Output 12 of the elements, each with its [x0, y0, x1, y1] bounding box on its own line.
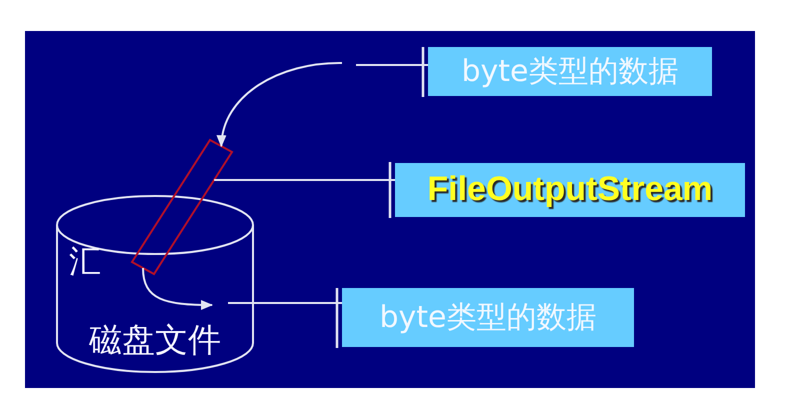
curved-arrow [142, 268, 213, 310]
disk-cylinder [56, 195, 254, 373]
leader-line [356, 46, 428, 98]
stream-pipe [131, 139, 233, 275]
leader-line [228, 286, 342, 350]
curved-arrow [218, 62, 342, 148]
cylinder-label: 磁盘文件 [88, 323, 222, 358]
label-box: FileOutputStream [395, 163, 745, 217]
leader-line [214, 160, 395, 220]
label-box: byte类型的数据 [428, 47, 712, 96]
sink-label: 汇 [69, 245, 101, 279]
label-box: byte类型的数据 [342, 288, 634, 347]
